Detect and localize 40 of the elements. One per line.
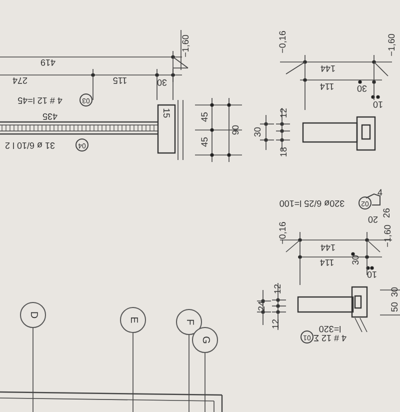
dimension-label: 30 [352,255,360,265]
dimension-label: 12 [280,108,288,118]
bar-spec-label: 31 ø 6/10 l 2 [4,140,56,150]
dimension-label: 20 [368,214,378,224]
dimension-label: 419 [40,58,56,66]
dimension-label: 12 [272,319,280,329]
level-label: −0,16 [278,222,288,244]
grid-bubble: D [20,302,46,328]
bar-spec-label: 320ø 6/25 l=100 [279,198,345,208]
level-label: −1,60 [384,224,392,248]
dimension-label: 144 [320,64,336,72]
grid-bubble: G [192,327,218,353]
level-label: −0,16 [278,30,288,54]
dimension-label: 24 [258,301,266,311]
dimension-label: 90 [232,125,240,135]
dimension-label: 30 [390,287,400,297]
dimension-label: 50 [390,302,400,312]
bar-spec-label: 4 # 12 l=45 [18,96,62,104]
dimension-label: 4 [378,188,382,198]
dimension-label: 30 [157,78,167,86]
level-label: −1,60 [388,34,396,56]
dimension-label: 12 [274,284,282,294]
dimension-label: 114 [320,258,334,266]
dimension-label: 435 [42,112,58,120]
dimension-label: 114 [320,82,334,90]
dimension-label: 45 [200,137,210,147]
dimension-label: 144 [320,242,336,252]
grid-bubble: E [120,307,146,333]
dimension-label: 30 [357,84,367,92]
grid-bubble: F [176,309,202,335]
dimension-label: 18 [280,147,288,157]
dimension-label: 15 [162,108,170,118]
dimension-label: 10 [367,270,377,278]
dimension-label: 26 [382,208,392,218]
level-label: −1,60 [182,34,190,58]
dimension-label: 10 [373,100,383,108]
dimension-label: 45 [200,112,210,122]
dimension-label: 274 [12,76,28,84]
dimension-label: 115 [112,76,128,84]
dimension-label: 30 [254,127,262,137]
